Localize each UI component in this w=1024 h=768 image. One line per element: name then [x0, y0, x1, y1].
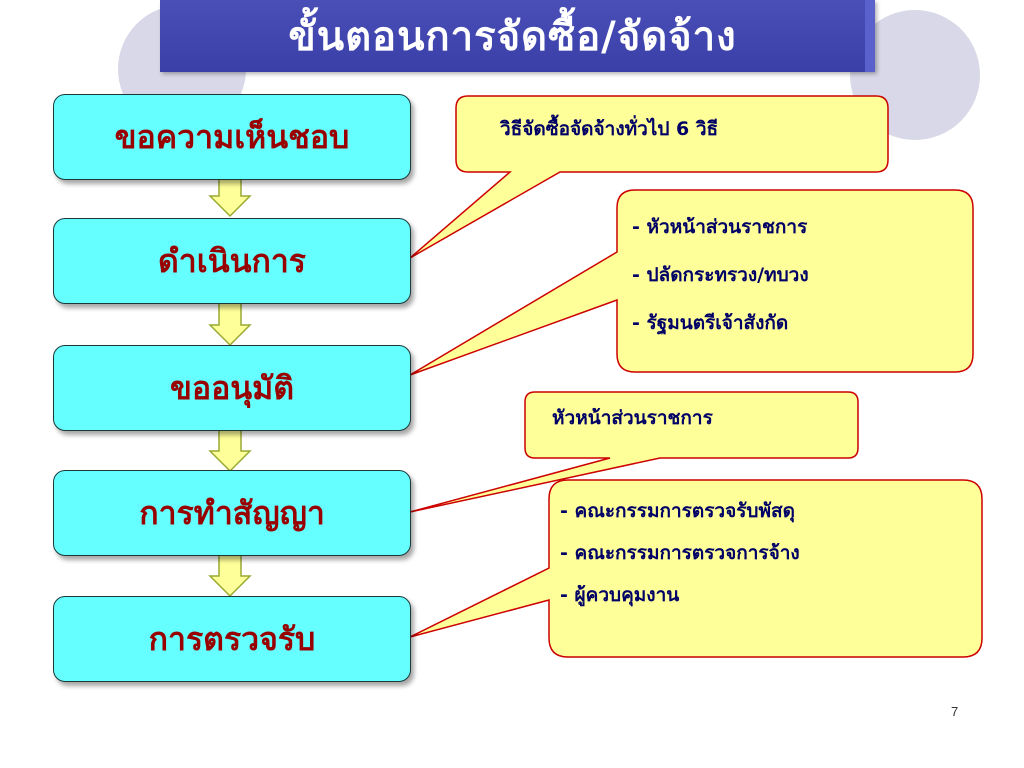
callout-line: - คณะกรรมการตรวจการจ้าง — [560, 542, 800, 564]
step-box-contract: การทำสัญญา — [53, 470, 411, 556]
callout-line: วิธีจัดซื้อจัดจ้างทั่วไป 6 วิธี — [500, 118, 719, 140]
step-label: ดำเนินการ — [158, 241, 306, 280]
step-box-authorization: ขออนุมัติ — [53, 345, 411, 431]
down-arrow-icon — [208, 177, 252, 218]
step-box-approval-request: ขอความเห็นชอบ — [53, 94, 411, 180]
step-label: การทำสัญญา — [139, 493, 325, 532]
step-box-inspection: การตรวจรับ — [53, 596, 411, 682]
step-label: ขอความเห็นชอบ — [114, 117, 350, 156]
callout-text-approvers: - หัวหน้าส่วนราชการ - ปลัดกระทรวง/ทบวง -… — [632, 203, 809, 347]
page-title: ขั้นตอนการจัดซื้อ/จัดจ้าง — [288, 14, 737, 60]
step-box-proceed: ดำเนินการ — [53, 218, 411, 304]
callout-procurement-methods — [409, 95, 889, 259]
callout-line: - ผู้ควบคุมงาน — [560, 584, 680, 606]
callout-inspectors — [409, 479, 983, 658]
down-arrow-icon — [208, 554, 252, 598]
callout-line: - รัฐมนตรีเจ้าสังกัด — [632, 312, 789, 334]
step-label: ขออนุมัติ — [169, 368, 295, 407]
callout-line: - หัวหน้าส่วนราชการ — [632, 216, 808, 238]
callout-line: - คณะกรรมการตรวจรับพัสดุ — [560, 500, 795, 522]
step-label: การตรวจรับ — [148, 619, 316, 658]
title-banner: ขั้นตอนการจัดซื้อ/จัดจ้าง — [160, 0, 875, 72]
slide-number: 7 — [951, 704, 959, 719]
callout-line: - ปลัดกระทรวง/ทบวง — [632, 264, 809, 286]
callout-text-contract-signer: หัวหน้าส่วนราชการ — [552, 403, 713, 433]
callout-line: หัวหน้าส่วนราชการ — [552, 407, 713, 429]
callout-approvers — [409, 189, 974, 376]
callout-contract-signer — [409, 391, 859, 513]
callout-text-inspectors: - คณะกรรมการตรวจรับพัสดุ - คณะกรรมการตรว… — [560, 490, 800, 616]
down-arrow-icon — [208, 302, 252, 347]
callout-text-procurement-methods: วิธีจัดซื้อจัดจ้างทั่วไป 6 วิธี — [500, 114, 718, 144]
down-arrow-icon — [208, 429, 252, 473]
